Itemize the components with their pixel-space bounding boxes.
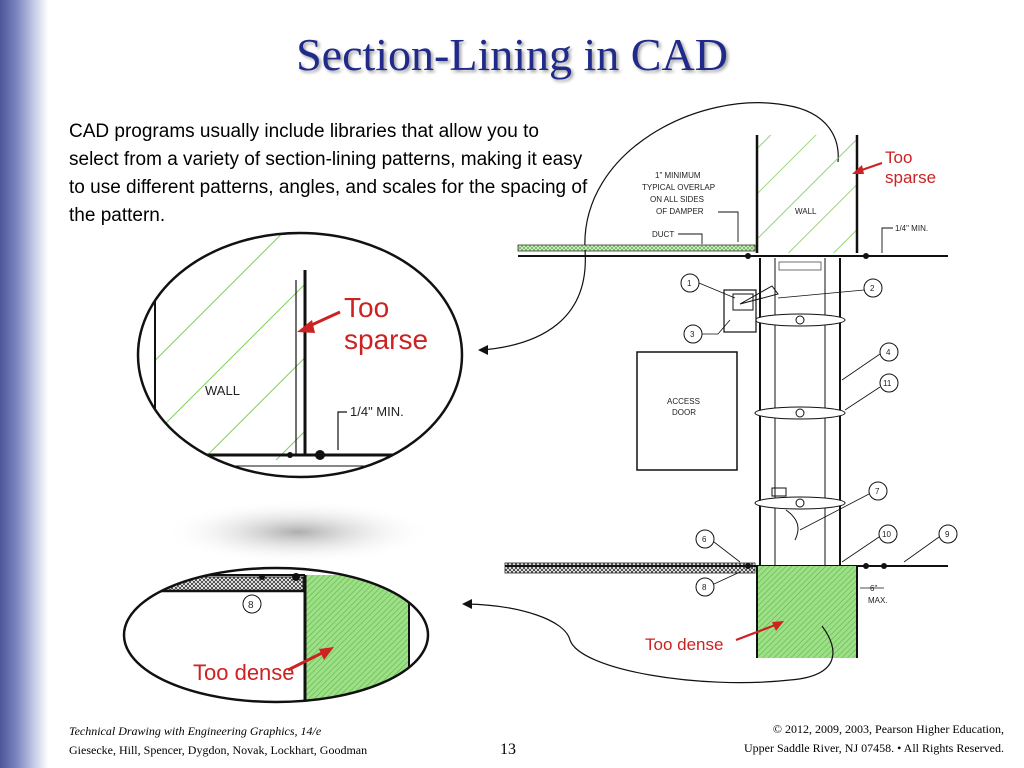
footer-address: Upper Saddle River, NJ 07458. • All Righ… — [743, 741, 1004, 755]
footer-book-title: Technical Drawing with Engineering Graph… — [69, 724, 322, 738]
wall-label: WALL — [795, 207, 817, 216]
zoom-ellipse-top: WALL 1/4" MIN. Too sparse — [136, 231, 464, 479]
six-max-label-2: MAX. — [868, 596, 888, 605]
duct-strip-bottom — [504, 562, 756, 574]
svg-text:6: 6 — [702, 535, 707, 544]
body-paragraph: CAD programs usually include libraries t… — [69, 121, 588, 226]
svg-text:3: 3 — [690, 330, 695, 339]
too-sparse-main-line2: sparse — [885, 168, 936, 187]
footer-copyright: © 2012, 2009, 2003, Pearson Higher Educa… — [772, 722, 1004, 736]
callout-8: 8 — [695, 571, 741, 597]
wall-lower-dense-hatch — [757, 566, 857, 658]
access-door — [636, 351, 738, 471]
svg-text:11: 11 — [883, 379, 892, 388]
svg-text:1: 1 — [687, 279, 692, 288]
svg-text:9: 9 — [945, 530, 950, 539]
zoom-callout-8: 8 — [248, 600, 254, 611]
callout-11: 11 — [844, 373, 899, 411]
main-drawing: WALL 1" MINIMUM TYPICAL OVERLAP ON ALL S… — [462, 102, 958, 684]
footer-authors: Giesecke, Hill, Spencer, Dygdon, Novak, … — [69, 743, 368, 757]
svg-text:10: 10 — [882, 530, 891, 539]
callout-9: 9 — [903, 524, 958, 563]
callout-7: 7 — [799, 481, 888, 531]
svg-text:7: 7 — [875, 487, 880, 496]
note-overlap-1: 1" MINIMUM — [655, 171, 701, 180]
zoom-wall-label: WALL — [205, 383, 240, 398]
page-number: 13 — [500, 741, 516, 758]
callout-4: 4 — [841, 342, 899, 381]
svg-text:8: 8 — [702, 583, 707, 592]
too-sparse-zoom-line1: Too — [344, 292, 389, 323]
footer-left: Technical Drawing with Engineering Graph… — [69, 722, 367, 760]
duct-label: DUCT — [652, 230, 674, 239]
callout-1: 1 — [680, 273, 736, 299]
too-dense-main: Too dense — [645, 635, 723, 654]
callout-6: 6 — [695, 529, 741, 563]
note-overlap-4: OF DAMPER — [656, 207, 704, 216]
footer-right: © 2012, 2009, 2003, Pearson Higher Educa… — [744, 720, 1004, 758]
ellipse-shadow — [163, 500, 433, 564]
leader-curve-top — [584, 102, 839, 251]
slide-title: Section-Lining in CAD — [296, 29, 728, 80]
callout-2: 2 — [777, 278, 883, 299]
callout-3: 3 — [683, 319, 731, 344]
zoom-ellipse-bottom: 8 Too dense — [122, 566, 430, 704]
note-overlap-3: ON ALL SIDES — [650, 195, 704, 204]
note-overlap-2: TYPICAL OVERLAP — [642, 183, 715, 192]
too-sparse-main-line1: Too — [885, 148, 912, 167]
six-max-label-1: 6" — [870, 584, 877, 593]
access-door-label-2: DOOR — [672, 408, 696, 417]
slide-sidebar-gradient — [0, 0, 48, 768]
wall-upper-hatch — [757, 135, 857, 253]
too-dense-zoom: Too dense — [193, 660, 295, 685]
too-sparse-zoom-line2: sparse — [344, 324, 428, 355]
svg-text:2: 2 — [870, 284, 875, 293]
zoom-quarter-min-label: 1/4" MIN. — [350, 404, 404, 419]
quarter-min-label: 1/4" MIN. — [895, 224, 928, 233]
access-door-label-1: ACCESS — [667, 397, 700, 406]
svg-text:4: 4 — [886, 348, 891, 357]
callout-10: 10 — [841, 524, 898, 563]
leader-curve-bottom — [465, 603, 834, 684]
duct-strip-top — [517, 244, 756, 252]
